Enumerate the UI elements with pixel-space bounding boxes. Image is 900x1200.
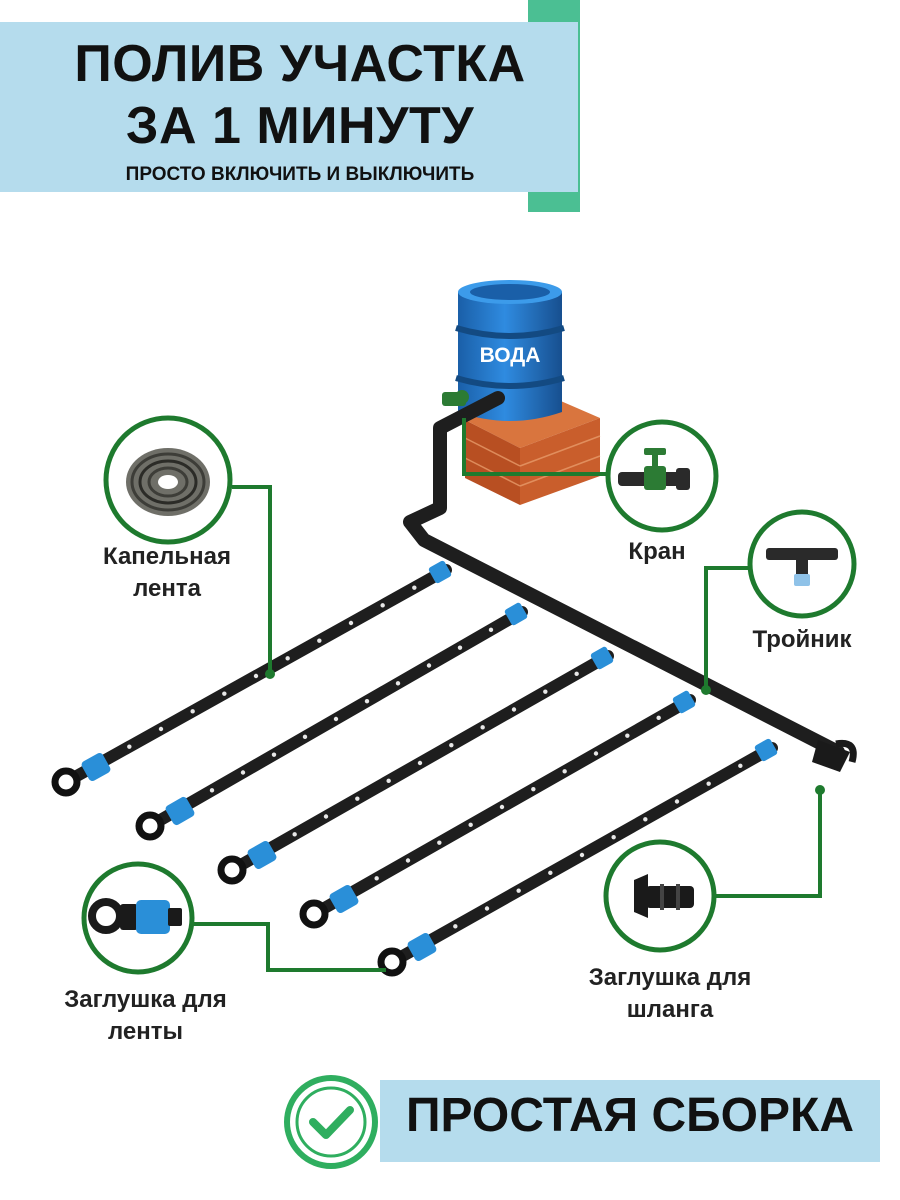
tee-connector-icon <box>766 548 838 586</box>
drip-line <box>135 602 528 841</box>
valve-icon <box>618 448 690 490</box>
drip-line <box>217 646 614 885</box>
footer-text: ПРОСТАЯ СБОРКА <box>406 1089 854 1142</box>
tee-label: Тройник <box>732 624 872 656</box>
hose-end-cap-label-line-1: Заглушка для <box>588 964 752 991</box>
drip-line <box>377 738 778 977</box>
tee-callout <box>747 509 857 619</box>
drip-tape-roll-icon <box>126 448 210 516</box>
valve-callout <box>605 419 719 533</box>
tee-label-line-1: Тройник <box>752 626 852 653</box>
hose-end-cap-callout <box>603 839 717 953</box>
callout-connectors <box>192 418 822 972</box>
tape-end-cap-icon <box>88 898 182 934</box>
tape-end-cap-label-line-2: ленты <box>107 1018 184 1046</box>
drip-lines <box>51 560 778 977</box>
main-pipe-end-cap <box>812 739 857 772</box>
drip-tape-callout <box>103 415 233 545</box>
title-line-2: ЗА 1 МИНУТУ <box>125 97 475 155</box>
check-icon <box>284 1075 378 1169</box>
tape-end-cap-label-line-1: Заглушка для <box>64 986 227 1013</box>
tape-end-cap-callout <box>81 861 195 975</box>
hose-end-cap-label-line-2: шланга <box>626 996 714 1024</box>
drip-tape-label-line-2: лента <box>133 575 201 603</box>
drip-tape-label: Капельная лента <box>82 541 252 606</box>
callout-dots <box>265 669 825 795</box>
tank-label: ВОДА <box>480 344 541 367</box>
subtitle: ПРОСТО ВКЛЮЧИТЬ И ВЫКЛЮЧИТЬ <box>125 164 475 185</box>
valve-label: Кран <box>612 536 702 568</box>
water-tank: ВОДА <box>455 280 565 421</box>
header-banner <box>0 22 578 192</box>
drip-line <box>51 560 452 797</box>
brick-stand <box>464 392 601 505</box>
drip-tape-label-line-1: Капельная <box>103 543 231 570</box>
main-pipe <box>403 391 845 759</box>
hose-end-cap-icon <box>634 874 694 918</box>
tape-end-cap-label: Заглушка для ленты <box>38 984 253 1049</box>
tank-tap <box>442 390 469 406</box>
valve-label-line-1: Кран <box>628 538 686 565</box>
title-line-1: ПОЛИВ УЧАСТКА <box>74 35 526 93</box>
footer-banner <box>380 1080 880 1162</box>
drip-line <box>299 690 696 929</box>
hose-end-cap-label: Заглушка для шланга <box>560 962 780 1027</box>
